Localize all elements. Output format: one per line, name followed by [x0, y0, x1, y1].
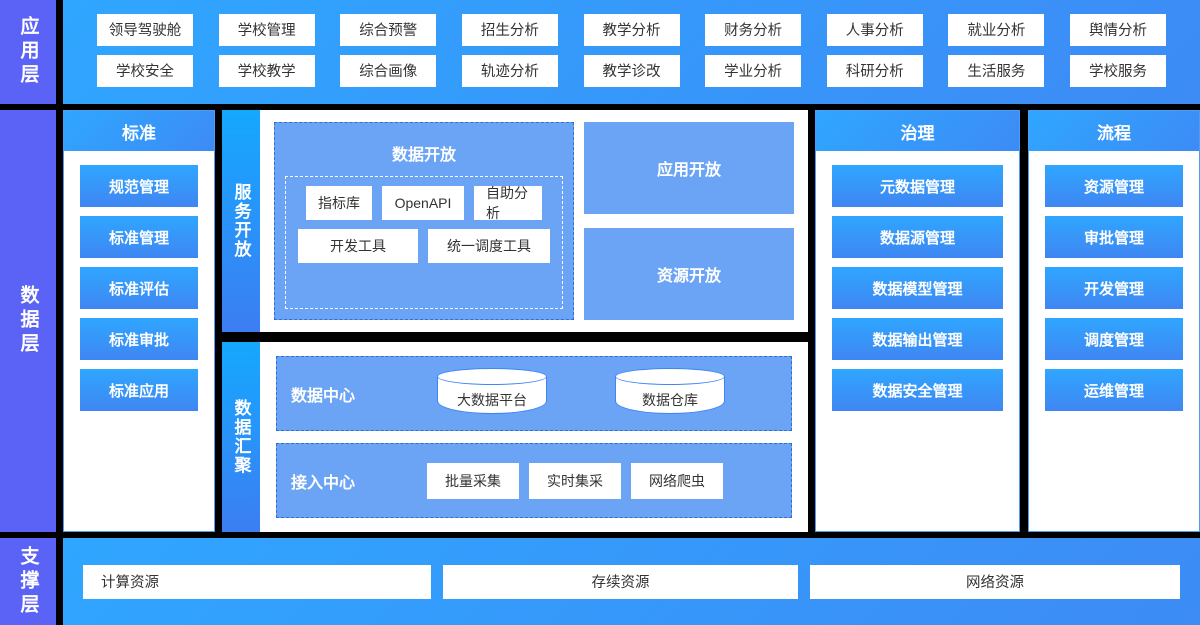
application-open-card[interactable]: 应用开放 [584, 122, 794, 214]
data-open-row-2: 开发工具 统一调度工具 [294, 229, 554, 263]
data-center-band: 数据中心 大数据平台 数据仓库 [276, 356, 792, 431]
governance-item[interactable]: 数据源管理 [832, 216, 1003, 258]
layer-label-support: 支撑层 [0, 538, 56, 625]
app-chip[interactable]: 学业分析 [705, 54, 802, 87]
app-chip[interactable]: 学校安全 [97, 54, 193, 87]
access-center-band: 接入中心 批量采集 实时集采 网络爬虫 [276, 443, 792, 518]
service-open-content: 数据开放 指标库 OpenAPI 自助分析 开发工具 统一调度工具 [260, 110, 808, 332]
process-item[interactable]: 开发管理 [1045, 267, 1183, 309]
process-item[interactable]: 资源管理 [1045, 165, 1183, 207]
app-chip[interactable]: 学校教学 [218, 54, 315, 87]
data-open-item[interactable]: OpenAPI [382, 186, 464, 220]
app-chip[interactable]: 人事分析 [826, 13, 923, 46]
cylinder-label: 大数据平台 [457, 391, 527, 408]
application-row-1: 领导驾驶舱 学校管理 综合预警 招生分析 教学分析 财务分析 人事分析 就业分析… [73, 13, 1190, 46]
access-item[interactable]: 批量采集 [427, 462, 519, 499]
support-item-storage[interactable]: 存续资源 [443, 564, 798, 599]
app-chip[interactable]: 招生分析 [461, 13, 558, 46]
app-chip[interactable]: 领导驾驶舱 [97, 13, 193, 46]
cylinder-top [437, 367, 547, 385]
standard-item[interactable]: 标准应用 [80, 369, 198, 411]
access-center-items: 批量采集 实时集采 网络爬虫 [427, 462, 723, 499]
process-item[interactable]: 运维管理 [1045, 369, 1183, 411]
governance-item[interactable]: 元数据管理 [832, 165, 1003, 207]
support-item-compute[interactable]: 计算资源 [83, 564, 431, 599]
app-chip[interactable]: 科研分析 [826, 54, 923, 87]
application-row-2: 学校安全 学校教学 综合画像 轨迹分析 教学诊改 学业分析 科研分析 生活服务 … [73, 54, 1190, 87]
data-aggregation-content: 数据中心 大数据平台 数据仓库 [260, 342, 808, 532]
data-center-cylinders: 大数据平台 数据仓库 [437, 367, 725, 420]
data-aggregation-strip-label: 数据汇聚 [222, 342, 260, 532]
governance-item[interactable]: 数据输出管理 [832, 318, 1003, 360]
data-open-row-1: 指标库 OpenAPI 自助分析 [294, 185, 554, 221]
app-chip[interactable]: 教学诊改 [583, 54, 680, 87]
cylinder-top [615, 367, 725, 385]
app-chip[interactable]: 学校管理 [218, 13, 315, 46]
governance-item[interactable]: 数据模型管理 [832, 267, 1003, 309]
resource-open-card[interactable]: 资源开放 [584, 228, 794, 320]
process-column-title: 流程 [1029, 111, 1199, 151]
access-item[interactable]: 网络爬虫 [631, 462, 723, 499]
database-cylinder-icon[interactable]: 数据仓库 [615, 367, 725, 420]
process-column-items: 资源管理 审批管理 开发管理 调度管理 运维管理 [1029, 151, 1199, 425]
support-layer-panel: 计算资源 存续资源 网络资源 [63, 538, 1200, 625]
app-chip[interactable]: 舆情分析 [1070, 13, 1166, 46]
standard-item[interactable]: 规范管理 [80, 165, 198, 207]
application-layer-panel: 领导驾驶舱 学校管理 综合预警 招生分析 教学分析 财务分析 人事分析 就业分析… [63, 0, 1200, 104]
access-item[interactable]: 实时集采 [529, 462, 621, 499]
data-open-item[interactable]: 开发工具 [298, 229, 418, 263]
governance-column-items: 元数据管理 数据源管理 数据模型管理 数据输出管理 数据安全管理 [816, 151, 1019, 425]
data-open-item[interactable]: 指标库 [306, 186, 372, 220]
app-chip[interactable]: 教学分析 [583, 13, 680, 46]
data-layer-region: 标准 规范管理 标准管理 标准评估 标准审批 标准应用 服务开放 数据开放 指标… [0, 110, 1200, 532]
data-open-title: 数据开放 [391, 147, 456, 164]
app-chip[interactable]: 综合预警 [340, 13, 437, 46]
app-chip[interactable]: 学校服务 [1070, 54, 1166, 87]
standard-item[interactable]: 标准管理 [80, 216, 198, 258]
governance-column-title: 治理 [816, 111, 1019, 151]
app-chip[interactable]: 生活服务 [948, 54, 1045, 87]
service-open-strip-label: 服务开放 [222, 110, 260, 332]
app-chip[interactable]: 轨迹分析 [461, 54, 558, 87]
process-item[interactable]: 审批管理 [1045, 216, 1183, 258]
support-item-network[interactable]: 网络资源 [810, 564, 1180, 599]
governance-column: 治理 元数据管理 数据源管理 数据模型管理 数据输出管理 数据安全管理 [815, 110, 1020, 532]
cylinder-label: 数据仓库 [642, 391, 698, 408]
data-open-item[interactable]: 自助分析 [474, 185, 542, 221]
data-open-box: 数据开放 指标库 OpenAPI 自助分析 开发工具 统一调度工具 [274, 122, 574, 320]
app-chip[interactable]: 综合画像 [340, 54, 437, 87]
standard-item[interactable]: 标准评估 [80, 267, 198, 309]
app-chip[interactable]: 就业分析 [948, 13, 1045, 46]
data-aggregation-panel: 数据汇聚 数据中心 大数据平台 数据仓库 [222, 342, 808, 532]
standard-item[interactable]: 标准审批 [80, 318, 198, 360]
layer-label-data: 数据层 [0, 110, 56, 532]
app-chip[interactable]: 财务分析 [705, 13, 802, 46]
access-center-label: 接入中心 [291, 474, 356, 492]
data-open-tools: 指标库 OpenAPI 自助分析 开发工具 统一调度工具 [285, 176, 563, 309]
data-center-label: 数据中心 [291, 387, 356, 405]
governance-item[interactable]: 数据安全管理 [832, 369, 1003, 411]
database-cylinder-icon[interactable]: 大数据平台 [437, 367, 547, 420]
standard-column: 标准 规范管理 标准管理 标准评估 标准审批 标准应用 [63, 110, 215, 532]
data-open-item[interactable]: 统一调度工具 [428, 229, 550, 263]
process-item[interactable]: 调度管理 [1045, 318, 1183, 360]
open-cards: 应用开放 资源开放 [584, 122, 794, 320]
standard-column-items: 规范管理 标准管理 标准评估 标准审批 标准应用 [64, 151, 214, 425]
service-open-panel: 服务开放 数据开放 指标库 OpenAPI 自助分析 开发工具 统一调度工具 [222, 110, 808, 332]
process-column: 流程 资源管理 审批管理 开发管理 调度管理 运维管理 [1028, 110, 1200, 532]
layer-label-application: 应用层 [0, 0, 56, 104]
standard-column-title: 标准 [64, 111, 214, 151]
